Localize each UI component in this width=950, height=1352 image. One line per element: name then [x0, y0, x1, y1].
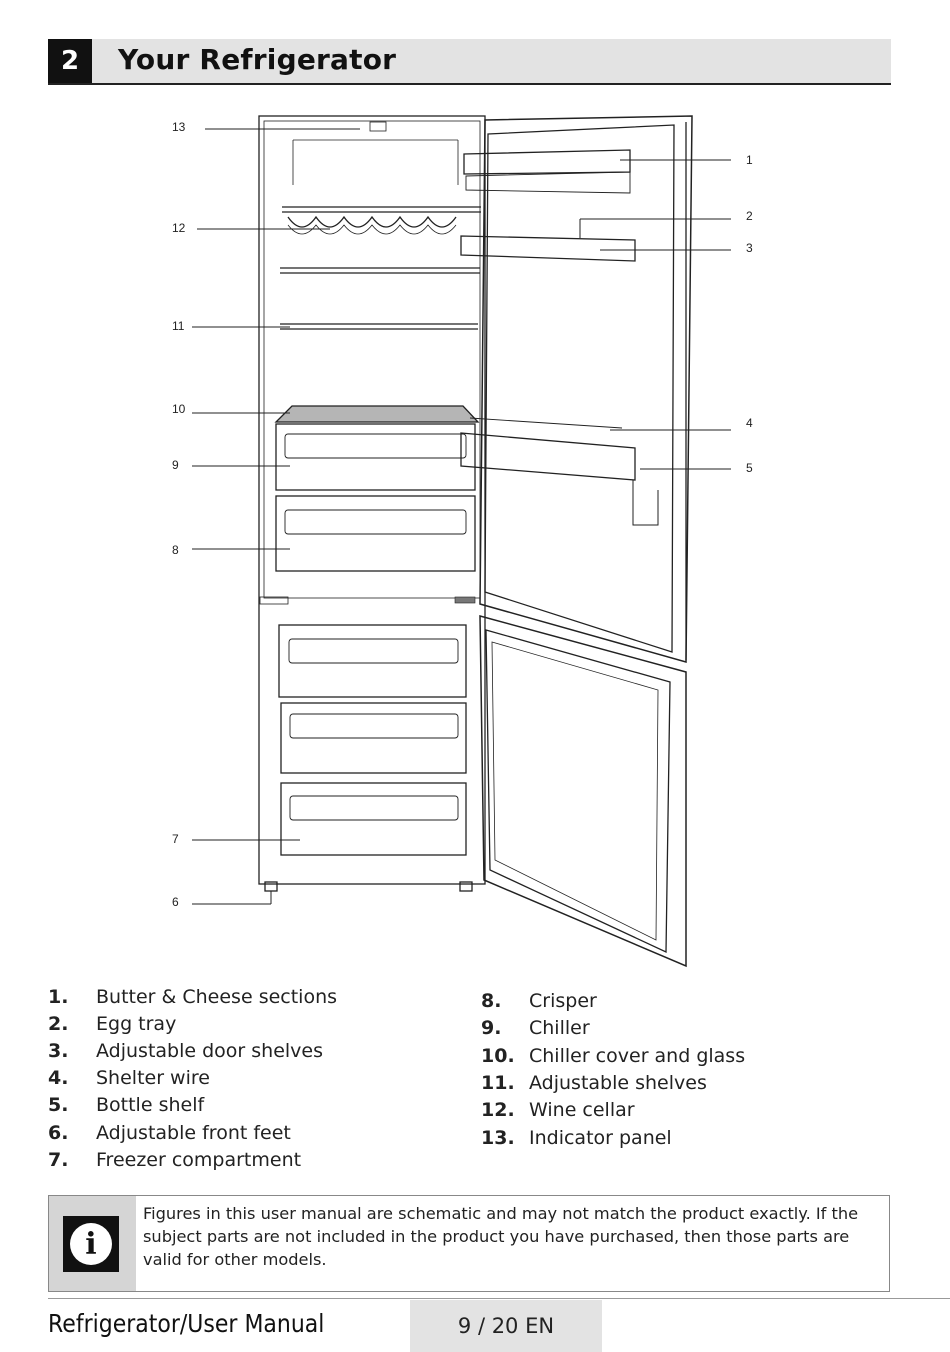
parts-list-right: 8.Crisper 9.Chiller 10.Chiller cover and…: [481, 990, 746, 1149]
section-header: 2 Your Refrigerator: [48, 39, 891, 85]
fridge-door: [460, 115, 693, 663]
callout-1: 1: [746, 153, 753, 167]
note-text: Figures in this user manual are schemati…: [143, 1204, 859, 1269]
shelter-wire: [469, 417, 623, 429]
chiller-drawer: [275, 423, 476, 491]
freezer-compartment: [278, 624, 467, 856]
adjustable-foot: [459, 881, 473, 892]
callout-6: 6: [172, 895, 179, 909]
bottle-shelf: [460, 432, 636, 481]
callout-10: 10: [172, 402, 186, 416]
callout-4: 4: [746, 416, 753, 430]
callout-5: 5: [746, 461, 753, 475]
adjustable-foot: [264, 881, 278, 892]
parts-list-left: 1.Butter & Cheese sections 2.Egg tray 3.…: [48, 986, 338, 1171]
info-note: i Figures in this user manual are schema…: [48, 1195, 890, 1292]
indicator-panel: [369, 121, 387, 132]
footer-page-number: 9 / 20 EN: [410, 1300, 602, 1352]
footer-manual-title: Refrigerator/User Manual: [48, 1310, 325, 1339]
callout-3: 3: [746, 241, 753, 255]
callout-11: 11: [172, 319, 185, 333]
info-icon: i: [63, 1216, 119, 1272]
callout-8: 8: [172, 543, 179, 557]
freezer-door: [479, 615, 687, 968]
footer-divider: [48, 1298, 950, 1299]
wine-cellar: [282, 206, 481, 235]
chiller-cover: [274, 405, 480, 423]
callout-2: 2: [746, 209, 753, 223]
section-title: Your Refrigerator: [118, 43, 397, 76]
egg-tray: [460, 235, 636, 262]
callout-leaders: [192, 128, 731, 905]
adjustable-shelves: [280, 267, 480, 330]
fridge-interior: [263, 120, 481, 599]
section-number: 2: [48, 39, 92, 83]
callout-13: 13: [172, 120, 186, 134]
crisper-drawer: [275, 495, 476, 572]
cabinet-outline: [258, 115, 486, 885]
callout-12: 12: [172, 221, 186, 235]
callout-9: 9: [172, 458, 179, 472]
refrigerator-diagram: 13 12 11 10 9 8 7 6 1 2 3 4 5: [172, 115, 753, 968]
callout-7: 7: [172, 832, 179, 846]
butter-cheese-section: [463, 149, 631, 175]
